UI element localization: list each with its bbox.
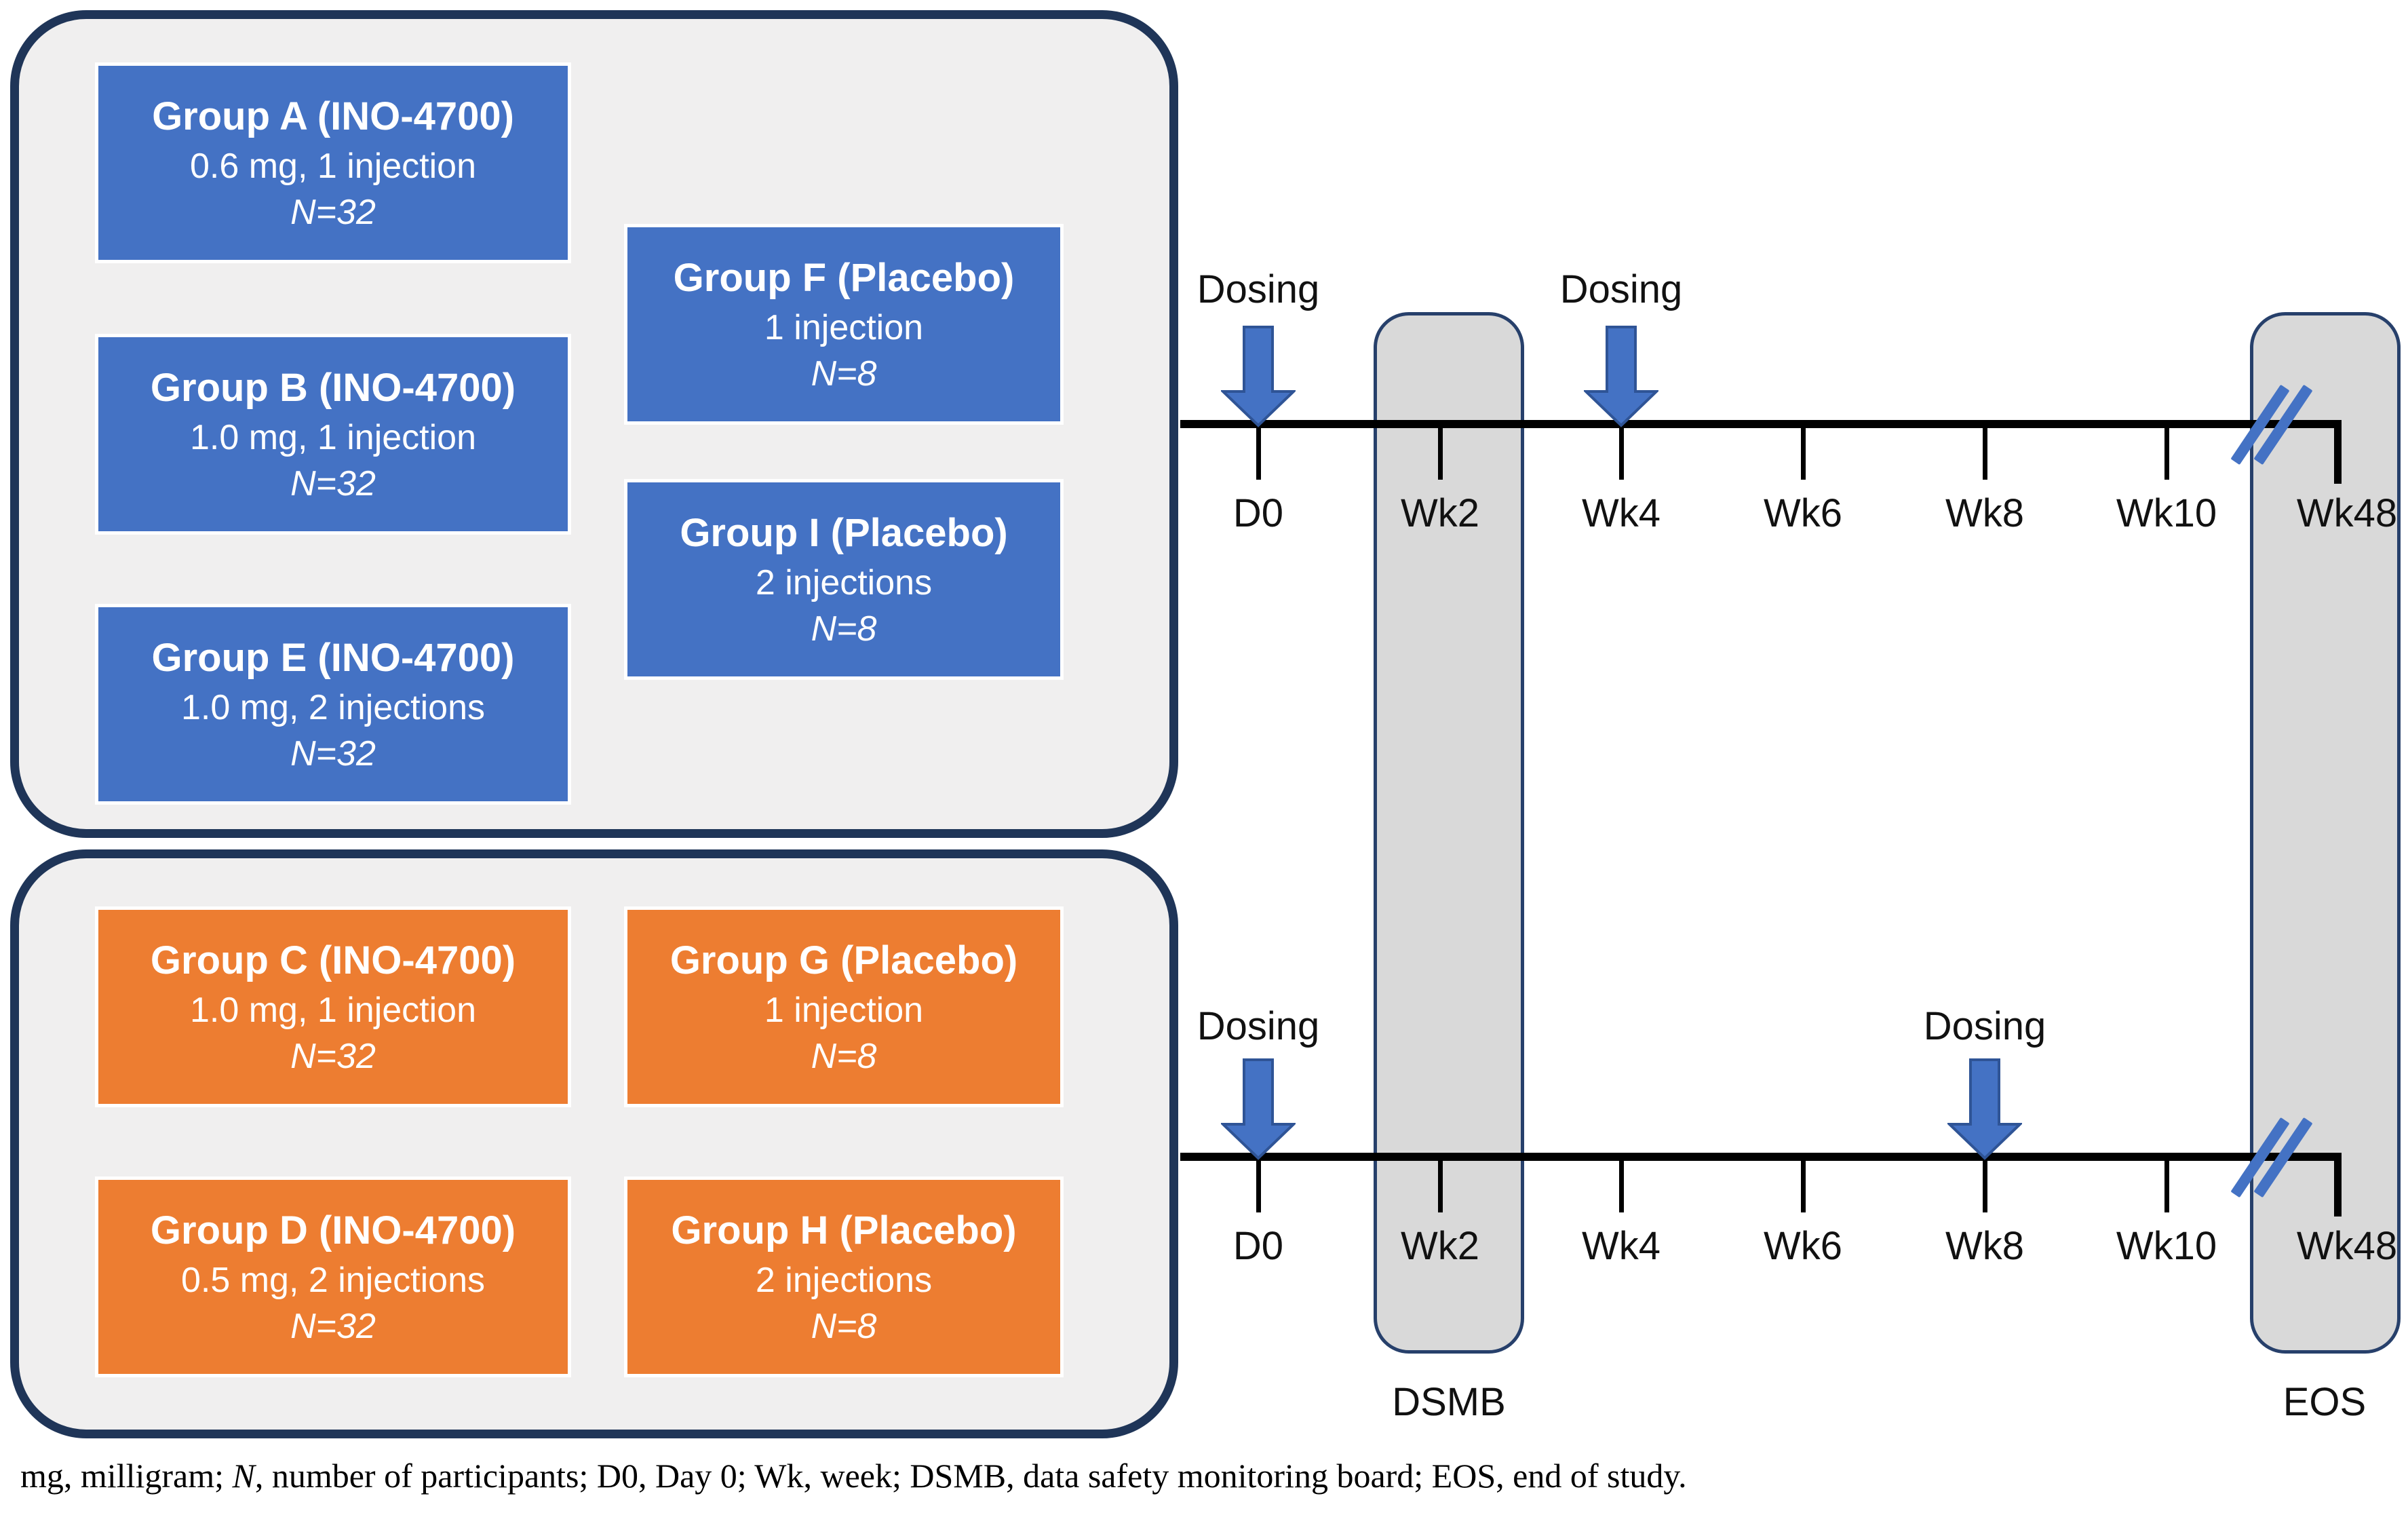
dsmb-label: DSMB	[1392, 1380, 1506, 1424]
group-g-box: Group G (Placebo) 1 injection N=8	[624, 906, 1064, 1107]
timeline-bottom-tick-wk10	[2164, 1161, 2169, 1212]
timeline-bottom-label-wk6: Wk6	[1764, 1224, 1842, 1268]
timeline-top-tick-wk48	[2334, 423, 2342, 484]
group-b-n: N=32	[290, 464, 376, 503]
group-b-box: Group B (INO-4700) 1.0 mg, 1 injection N…	[95, 334, 571, 535]
timeline-top-label-wk10: Wk10	[2116, 491, 2217, 535]
group-e-dose: 1.0 mg, 2 injections	[180, 688, 486, 727]
group-d-box: Group D (INO-4700) 0.5 mg, 2 injections …	[95, 1176, 571, 1377]
timeline-bottom-tick-wk4	[1619, 1161, 1624, 1212]
abbreviation-key-lead: mg, milligram;	[20, 1457, 233, 1495]
group-a-n: N=32	[290, 193, 376, 232]
abbreviation-key: mg, milligram; N, number of participants…	[20, 1456, 2381, 1495]
timeline-bottom-label-wk2: Wk2	[1401, 1224, 1479, 1268]
timeline-top-label-wk2: Wk2	[1401, 491, 1479, 535]
group-c-title: Group C (INO-4700)	[150, 938, 516, 982]
timeline-bottom-tick-d0	[1256, 1161, 1261, 1212]
timeline-bottom-tick-wk8	[1983, 1161, 1987, 1212]
abbreviation-key-n: N	[232, 1457, 255, 1495]
group-d-n: N=32	[290, 1307, 376, 1346]
timeline-bottom-tick-wk48	[2334, 1155, 2342, 1217]
eos-label: EOS	[2283, 1380, 2367, 1424]
timeline-bottom-label-wk48: Wk48	[2296, 1224, 2398, 1268]
timeline-top-tick-wk2	[1438, 428, 1443, 480]
group-d-dose: 0.5 mg, 2 injections	[180, 1261, 486, 1300]
group-i-n: N=8	[811, 609, 877, 649]
group-c-box: Group C (INO-4700) 1.0 mg, 1 injection N…	[95, 906, 571, 1107]
group-b-title: Group B (INO-4700)	[150, 366, 516, 410]
group-d-title: Group D (INO-4700)	[150, 1208, 516, 1252]
timeline-bottom-label-wk4: Wk4	[1582, 1224, 1661, 1268]
timeline-bottom-axis	[1180, 1153, 2342, 1161]
timeline-top-tick-d0	[1256, 428, 1261, 480]
group-g-n: N=8	[811, 1037, 877, 1076]
group-h-dose: 2 injections	[755, 1261, 933, 1300]
group-f-box: Group F (Placebo) 1 injection N=8	[624, 224, 1064, 425]
timeline-top-tick-wk4	[1619, 428, 1624, 480]
dosing-arrow-icon	[1584, 326, 1658, 427]
dosing-arrow-icon	[1947, 1058, 2022, 1160]
group-c-n: N=32	[290, 1037, 376, 1076]
timeline-top-tick-wk6	[1801, 428, 1806, 480]
timeline-top-label-wk8: Wk8	[1945, 491, 2024, 535]
timeline-top-label-d0: D0	[1232, 491, 1284, 535]
group-f-dose: 1 injection	[764, 308, 924, 347]
group-h-title: Group H (Placebo)	[671, 1208, 1017, 1252]
abbreviation-key-rest: , number of participants; D0, Day 0; Wk,…	[254, 1457, 1687, 1495]
group-f-n: N=8	[811, 354, 877, 394]
group-f-title: Group F (Placebo)	[673, 256, 1015, 300]
group-i-box: Group I (Placebo) 2 injections N=8	[624, 479, 1064, 680]
group-g-dose: 1 injection	[764, 991, 924, 1030]
timeline-bottom-label-d0: D0	[1232, 1224, 1284, 1268]
group-e-n: N=32	[290, 734, 376, 773]
eos-bar	[2250, 312, 2401, 1354]
timeline-bottom-tick-wk2	[1438, 1161, 1443, 1212]
timeline-bottom-dosing-label-d0: Dosing	[1197, 1004, 1320, 1048]
dosing-arrow-icon	[1221, 326, 1296, 427]
group-b-dose: 1.0 mg, 1 injection	[189, 418, 477, 457]
timeline-top-label-wk48: Wk48	[2296, 491, 2398, 535]
group-c-dose: 1.0 mg, 1 injection	[189, 991, 477, 1030]
timeline-top-dosing-label-d0: Dosing	[1197, 267, 1320, 311]
group-a-box: Group A (INO-4700) 0.6 mg, 1 injection N…	[95, 62, 571, 263]
timeline-bottom-tick-wk6	[1801, 1161, 1806, 1212]
group-a-title: Group A (INO-4700)	[152, 94, 514, 138]
timeline-top-dosing-label-wk4: Dosing	[1559, 267, 1683, 311]
timeline-top-tick-wk10	[2164, 428, 2169, 480]
group-i-dose: 2 injections	[755, 563, 933, 602]
timeline-bottom-label-wk8: Wk8	[1945, 1224, 2024, 1268]
group-e-title: Group E (INO-4700)	[151, 636, 515, 680]
timeline-bottom-label-wk10: Wk10	[2116, 1224, 2217, 1268]
timeline-top-label-wk4: Wk4	[1582, 491, 1661, 535]
group-h-box: Group H (Placebo) 2 injections N=8	[624, 1176, 1064, 1377]
dsmb-bar	[1374, 312, 1524, 1354]
group-e-box: Group E (INO-4700) 1.0 mg, 2 injections …	[95, 604, 571, 805]
group-h-n: N=8	[811, 1307, 877, 1346]
timeline-top-axis	[1180, 420, 2342, 428]
group-g-title: Group G (Placebo)	[669, 938, 1018, 982]
dosing-arrow-icon	[1221, 1058, 1296, 1160]
timeline-top-tick-wk8	[1983, 428, 1987, 480]
timeline-top-label-wk6: Wk6	[1764, 491, 1842, 535]
group-a-dose: 0.6 mg, 1 injection	[189, 147, 477, 186]
timeline-bottom-dosing-label-wk8: Dosing	[1923, 1004, 2046, 1048]
group-i-title: Group I (Placebo)	[680, 511, 1008, 555]
